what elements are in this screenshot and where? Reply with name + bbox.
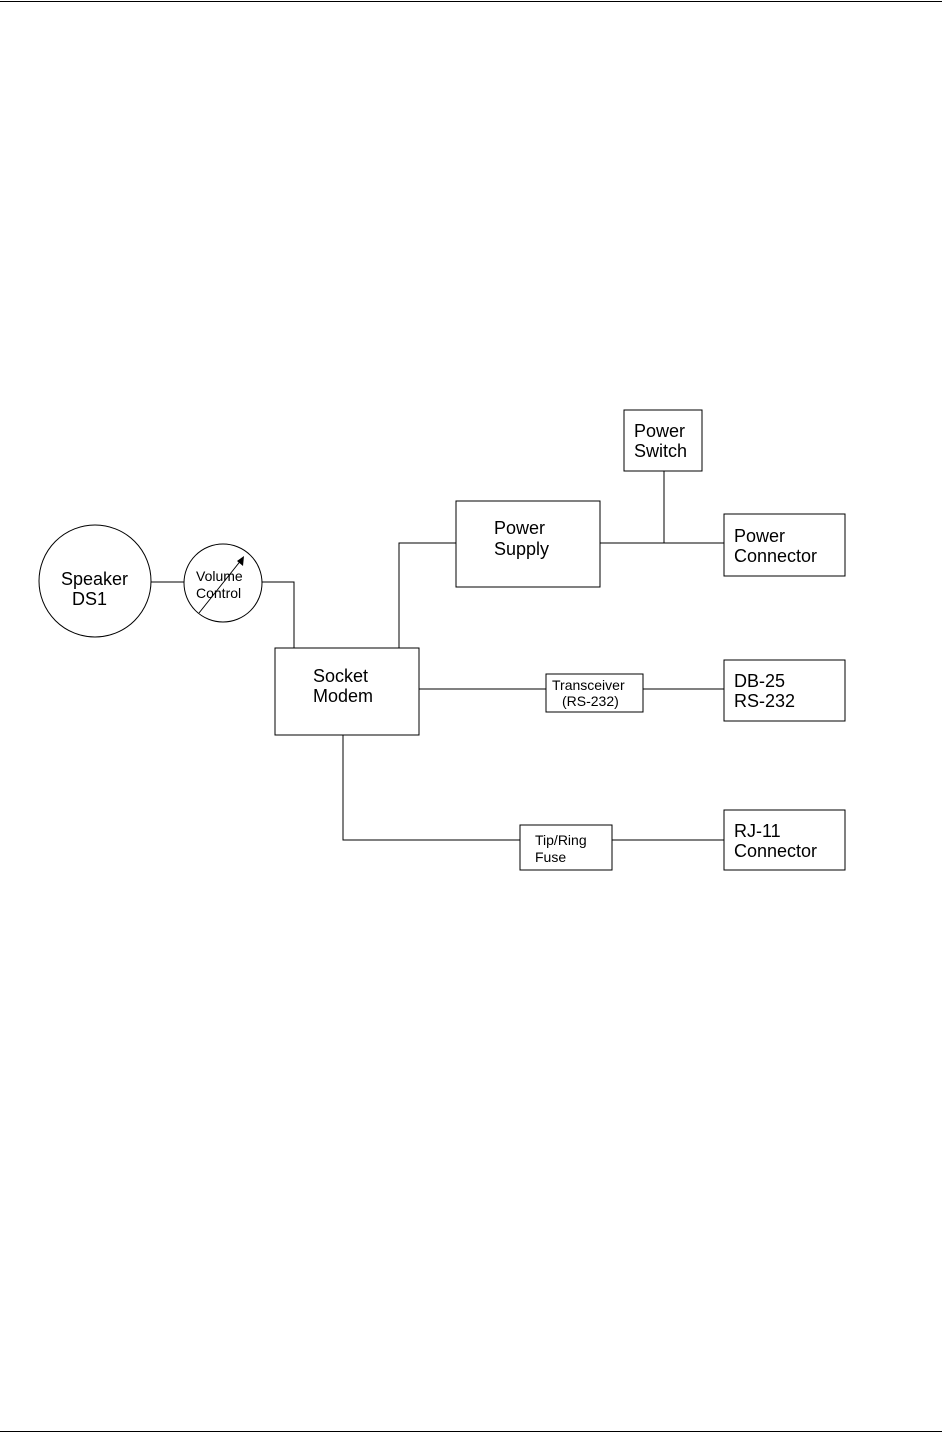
rj11-node: RJ-11 Connector: [723, 809, 846, 871]
tip-ring-fuse-node: Tip/Ring Fuse: [519, 824, 613, 871]
power-connector-label-line1: Power: [734, 526, 785, 546]
power-connector-node: Power Connector: [723, 513, 846, 577]
edge-socket-modem-tip-ring-fuse: [342, 735, 520, 841]
db25-node: DB-25 RS-232: [723, 659, 846, 722]
socket-modem-label-line1: Socket: [313, 666, 368, 686]
tip-ring-fuse-box: [519, 824, 613, 871]
volume-arrow-head-icon: [237, 556, 244, 566]
power-switch-box: [623, 409, 703, 472]
speaker-circle: [38, 524, 152, 638]
connections: [151, 471, 724, 841]
power-switch-label-line1: Power: [634, 421, 685, 441]
power-supply-label-line2: Supply: [494, 539, 549, 559]
speaker-label-line1: Speaker: [61, 569, 128, 589]
power-switch-label-line2: Switch: [634, 441, 687, 461]
power-connector-label-line2: Connector: [734, 546, 817, 566]
edge-socket-modem-power-supply: [398, 542, 456, 648]
power-switch-node: Power Switch: [623, 409, 703, 472]
edge-volume-socket-modem: [261, 581, 295, 648]
rj11-label-line1: RJ-11: [734, 821, 781, 841]
db25-box: [723, 659, 846, 722]
volume-control-node: Volume Control: [183, 543, 263, 623]
power-supply-label-line1: Power: [494, 518, 545, 538]
socket-modem-label-line2: Modem: [313, 686, 373, 706]
socket-modem-node: Socket Modem: [274, 647, 420, 736]
volume-arrow-line: [198, 558, 243, 614]
power-connector-box: [723, 513, 846, 577]
tip-ring-fuse-label-line2: Fuse: [535, 849, 566, 865]
transceiver-label-line1: Transceiver: [552, 677, 625, 693]
transceiver-label-line2: (RS-232): [562, 693, 619, 709]
power-supply-box: [455, 500, 601, 588]
rj11-box: [723, 809, 846, 871]
power-supply-node: Power Supply: [455, 500, 601, 588]
bottom-rule: [0, 1431, 942, 1432]
top-rule: [0, 1, 942, 2]
rj11-label-line2: Connector: [734, 841, 817, 861]
speaker-node: Speaker DS1: [38, 524, 152, 638]
volume-label-line2: Control: [196, 585, 241, 601]
tip-ring-fuse-label-line1: Tip/Ring: [535, 832, 587, 848]
volume-label-line1: Volume: [196, 568, 243, 584]
speaker-label-line2: DS1: [72, 589, 107, 609]
transceiver-box: [545, 673, 644, 713]
db25-label-line1: DB-25: [734, 671, 785, 691]
db25-label-line2: RS-232: [734, 691, 795, 711]
socket-modem-box: [274, 647, 420, 736]
transceiver-node: Transceiver (RS-232): [545, 673, 644, 713]
